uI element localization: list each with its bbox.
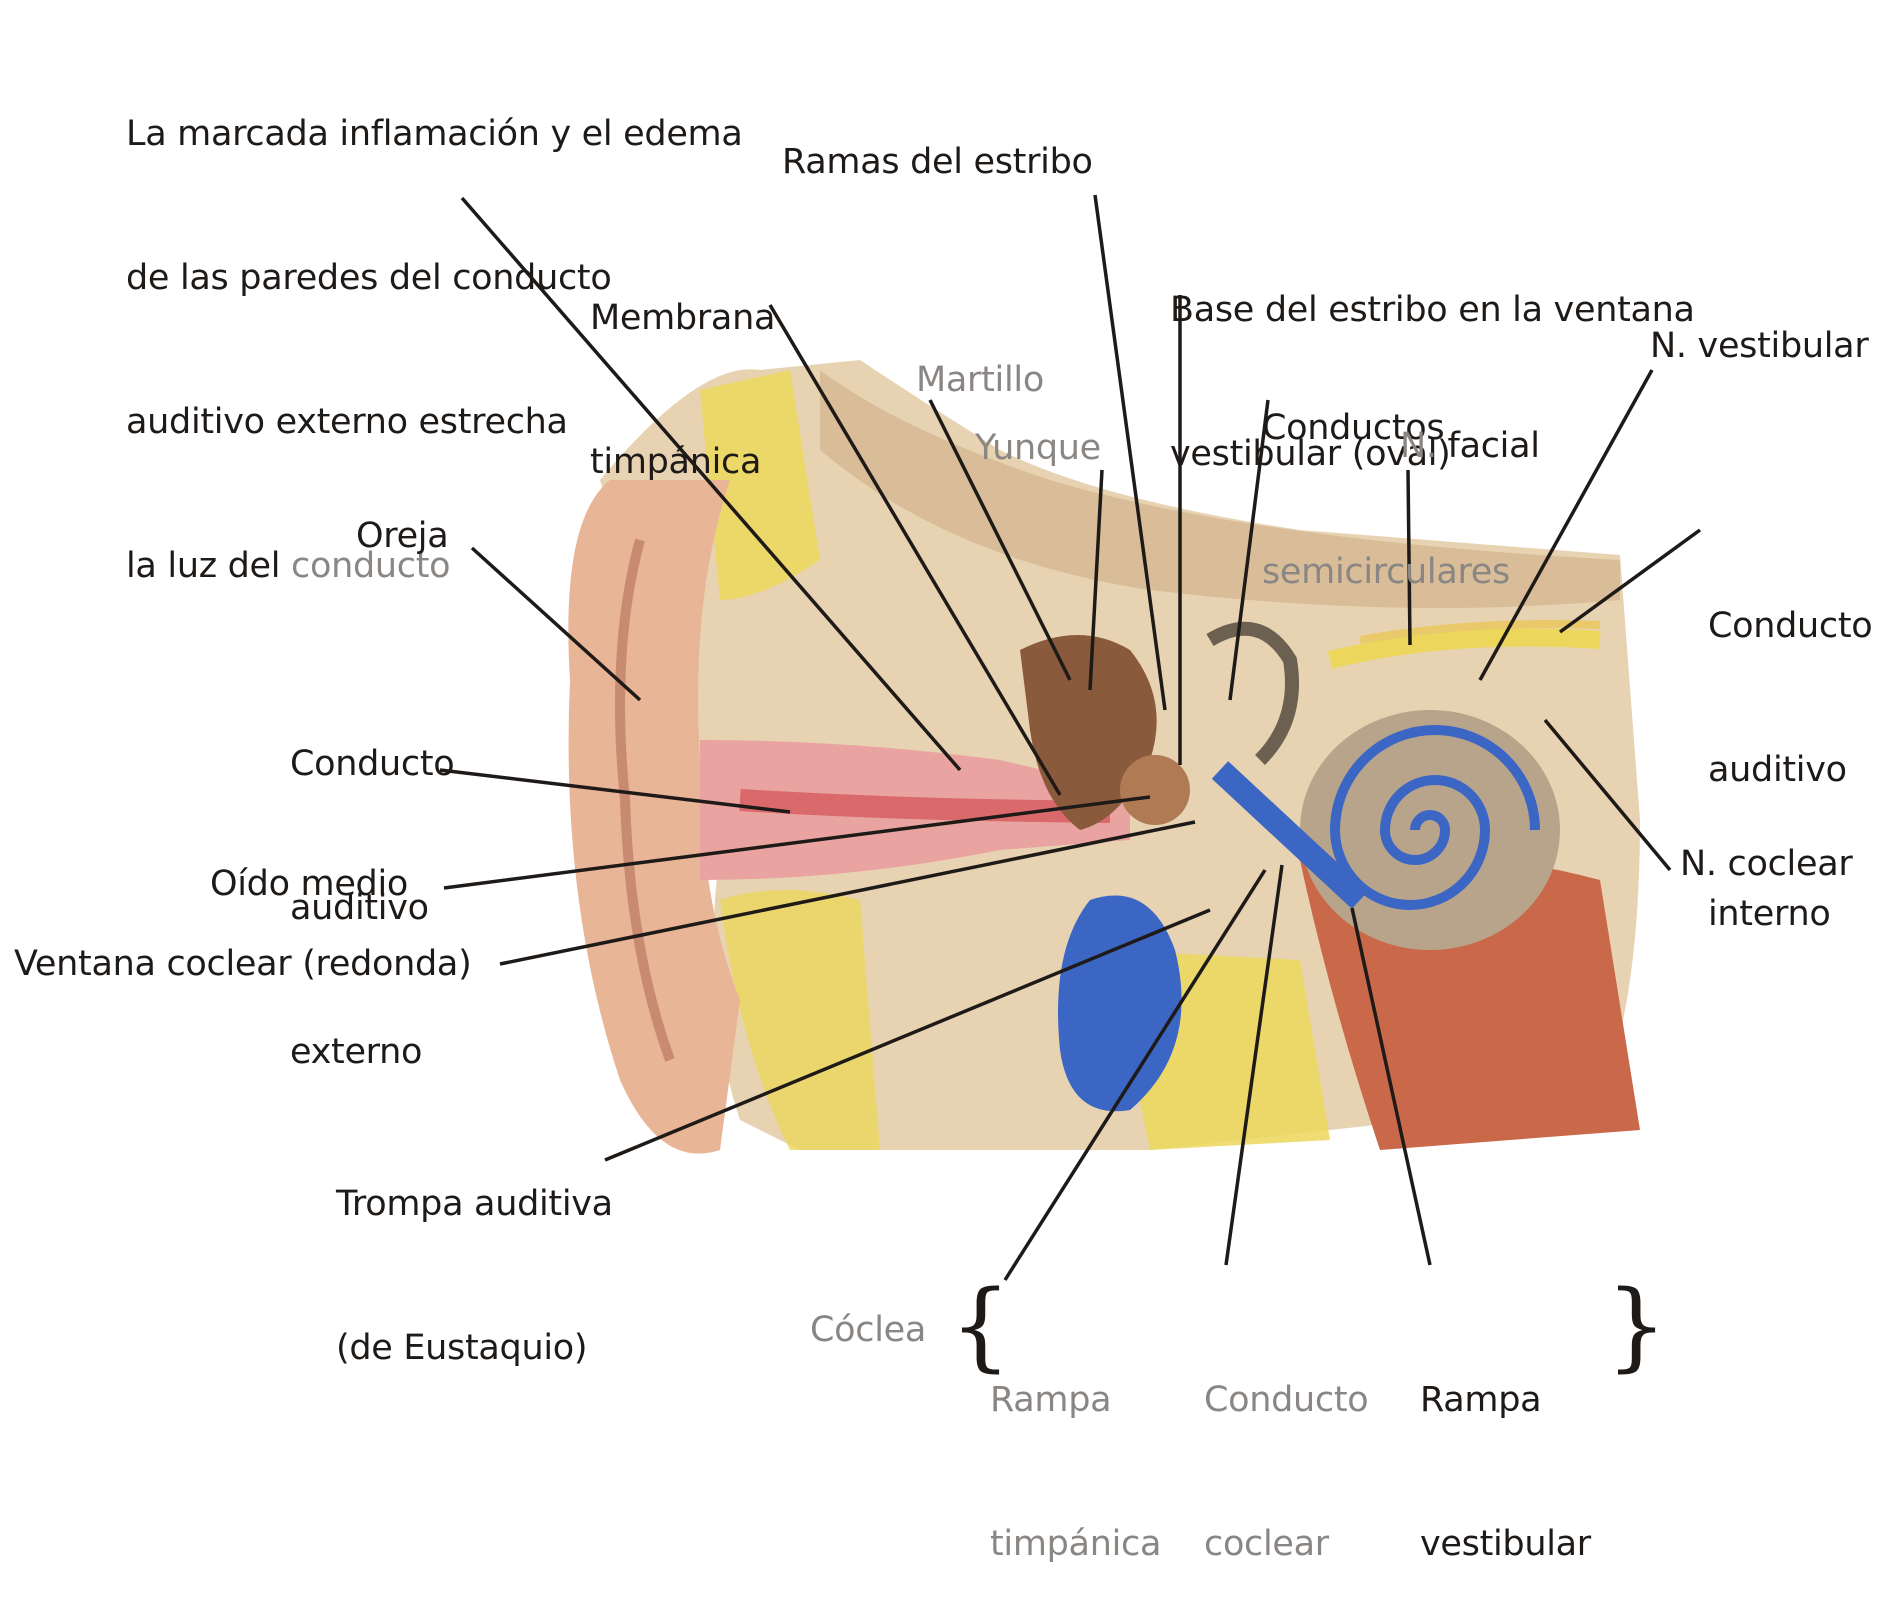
label-ventana-coclear: Ventana coclear (redonda): [14, 940, 471, 988]
label-interno-line-3: interno: [1708, 890, 1872, 938]
brace-right: }: [1606, 1278, 1667, 1374]
label-rampa-timpanica-line-1: Rampa: [990, 1376, 1161, 1424]
label-membrana-line-1: Membrana: [590, 294, 775, 342]
label-membrana-timpanica: Membrana timpánica: [590, 198, 775, 534]
label-n-coclear: N. coclear: [1680, 840, 1852, 888]
label-oreja: Oreja: [356, 512, 448, 560]
stapes-base: [1120, 755, 1190, 825]
label-trompa-auditiva: Trompa auditiva (de Eustaquio): [336, 1084, 613, 1420]
label-conducto-coclear-line-1: Conducto: [1204, 1376, 1368, 1424]
label-rampa-vestibular-line-1: Rampa: [1420, 1376, 1591, 1424]
label-rampa-vestibular: Rampa vestibular: [1420, 1280, 1591, 1616]
label-trompa-line-2: (de Eustaquio): [336, 1324, 613, 1372]
label-inflamacion-line-1: La marcada inflamación y el edema: [126, 110, 743, 158]
label-externo-line-3: externo: [290, 1028, 454, 1076]
label-inflamacion-line-4-text: la luz del: [126, 546, 280, 586]
label-yunque: Yunque: [975, 424, 1101, 472]
label-n-vestibular: N. vestibular: [1650, 322, 1868, 370]
label-ramas-estribo: Ramas del estribo: [782, 138, 1093, 186]
label-n-facial-facial: facial: [1448, 426, 1540, 466]
label-oido-medio: Oído medio: [210, 860, 408, 908]
label-rampa-timpanica-line-2: timpánica: [990, 1520, 1161, 1568]
label-coclea: Cóclea: [810, 1306, 926, 1354]
ear-anatomy-diagram: La marcada inflamación y el edema de las…: [0, 0, 1892, 1378]
label-n-facial-n: N.: [1400, 426, 1437, 466]
label-conducto-coclear: Conducto coclear: [1204, 1280, 1368, 1616]
label-externo-line-1: Conducto: [290, 740, 454, 788]
label-semicirculares: semicirculares: [1262, 548, 1510, 596]
label-interno-line-2: auditivo: [1708, 746, 1872, 794]
label-rampa-timpanica: Rampa timpánica: [990, 1280, 1161, 1616]
label-trompa-line-1: Trompa auditiva: [336, 1180, 613, 1228]
label-rampa-vestibular-line-2: vestibular: [1420, 1520, 1591, 1568]
label-conducto-auditivo-interno: Conducto auditivo interno: [1708, 506, 1872, 986]
label-membrana-line-2: timpánica: [590, 438, 775, 486]
label-conductos-semicirculares: Conductos semicirculares: [1262, 308, 1510, 644]
label-martillo: Martillo: [916, 356, 1044, 404]
label-n-facial: N. facial: [1400, 422, 1540, 470]
label-interno-line-1: Conducto: [1708, 602, 1872, 650]
label-conducto-coclear-line-2: coclear: [1204, 1520, 1368, 1568]
